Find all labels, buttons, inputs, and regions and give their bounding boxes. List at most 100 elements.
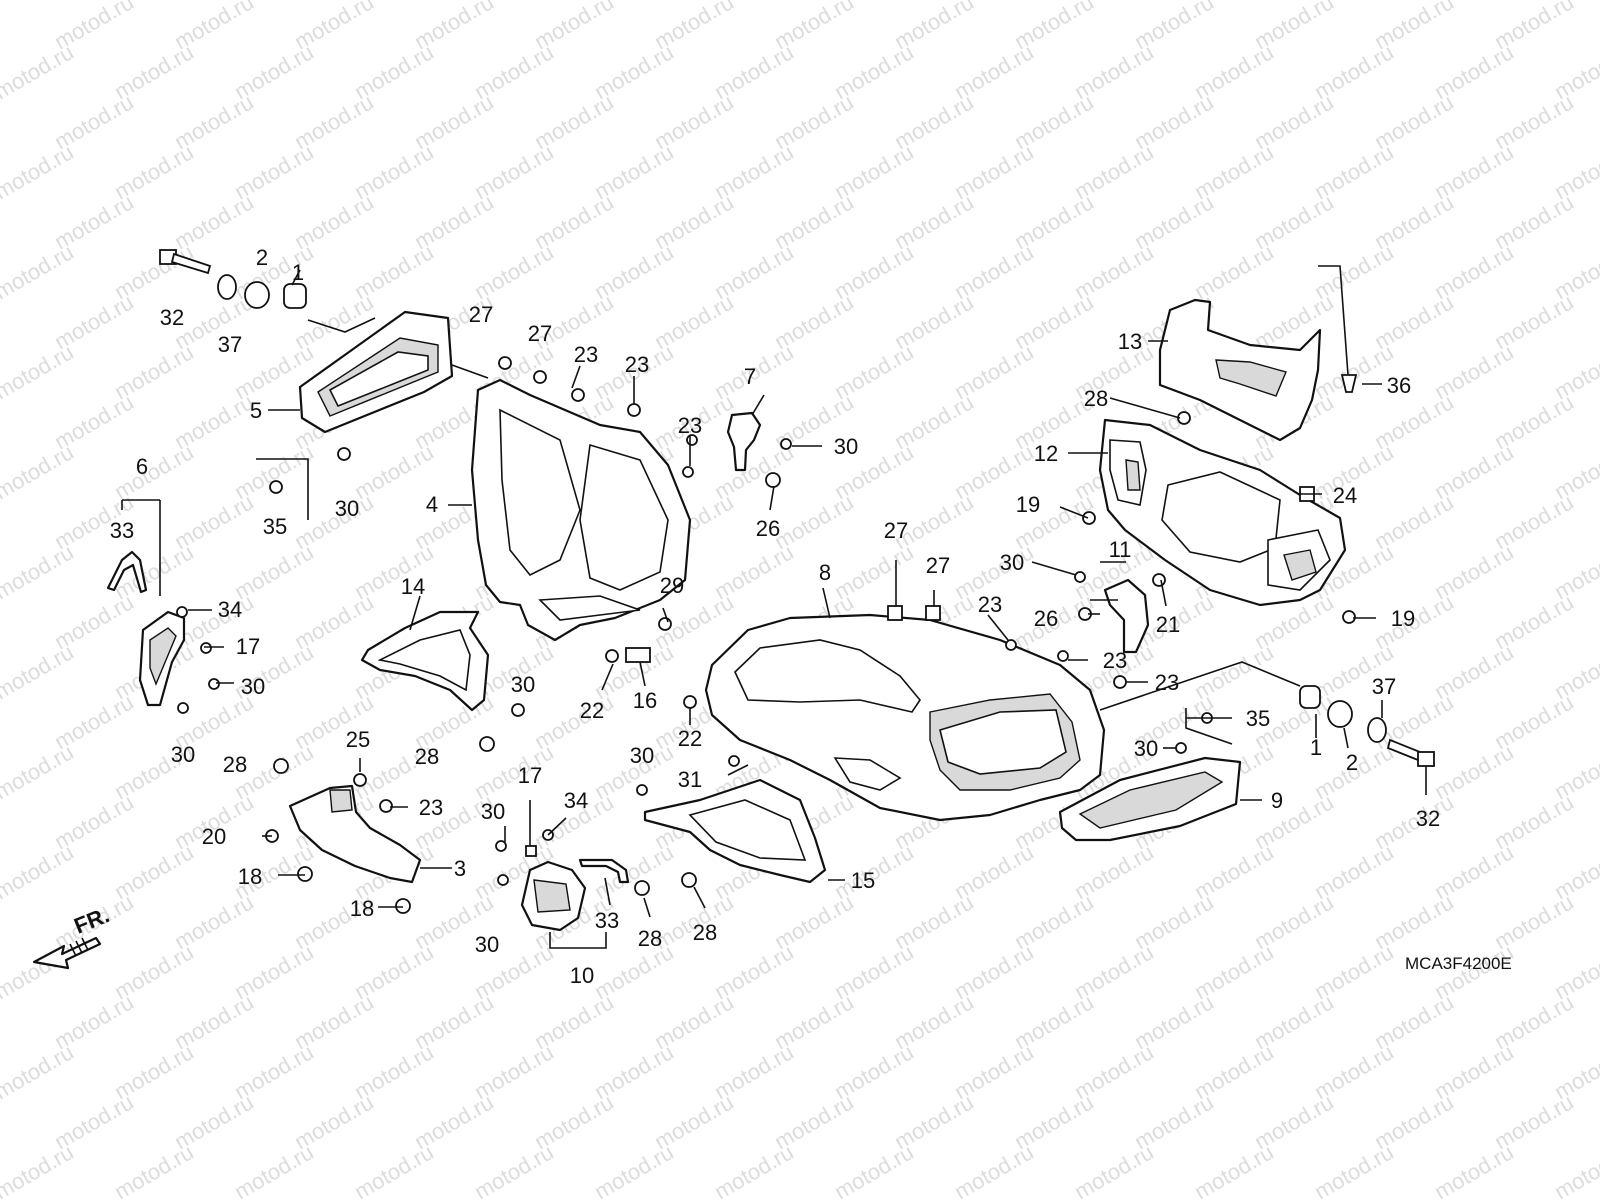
callout-23: 23 (1155, 670, 1179, 695)
callout-34: 34 (564, 788, 588, 813)
callout-32: 32 (1416, 806, 1440, 831)
callout-17: 17 (236, 634, 260, 659)
callout-22: 22 (580, 698, 604, 723)
watermark-text: motod.ru (1310, 1139, 1398, 1200)
callout-13: 13 (1118, 329, 1142, 354)
callout-1: 1 (1310, 735, 1322, 760)
part-11-holder (1103, 578, 1150, 654)
callout-33: 33 (110, 518, 134, 543)
callout-35: 35 (1246, 706, 1270, 731)
callout-23: 23 (574, 342, 598, 367)
diagram-code: MCA3F4200E (1405, 954, 1512, 973)
callout-30: 30 (1134, 736, 1158, 761)
callout-30: 30 (335, 496, 359, 521)
part-10-pocket (520, 860, 587, 932)
watermark-text: motod.ru (0, 939, 78, 1004)
callout-12: 12 (1034, 441, 1058, 466)
callout-6: 6 (136, 454, 148, 479)
callout-30: 30 (630, 743, 654, 768)
callout-2: 2 (1346, 750, 1358, 775)
callout-7: 7 (744, 364, 756, 389)
watermark-text: motod.ru (830, 1139, 918, 1200)
callout-31: 31 (678, 767, 702, 792)
part-33-spring (106, 550, 148, 594)
part-4-inner-panel-frame (470, 378, 692, 642)
fastener-group (159, 249, 1435, 914)
watermark-text: motod.ru (0, 439, 78, 504)
watermark-text: motod.ru (0, 239, 78, 304)
callout-37: 37 (1372, 674, 1396, 699)
watermark-text: motod.ru (0, 839, 78, 904)
part-7-bracket (726, 411, 762, 472)
watermark-text: motod.ru (0, 139, 78, 204)
watermark-text: motod.ru (470, 1139, 558, 1200)
callout-16: 16 (633, 688, 657, 713)
callout-11: 11 (1109, 537, 1132, 562)
part-13-upper-cover (1158, 298, 1322, 442)
callout-8: 8 (819, 560, 831, 585)
callout-27: 27 (926, 553, 950, 578)
callout-30: 30 (834, 434, 858, 459)
part-5-duct-left (298, 310, 454, 434)
watermark-text: motod.ru (0, 539, 78, 604)
callout-23: 23 (419, 795, 443, 820)
watermark-text: motod.ru (1550, 1139, 1600, 1200)
callout-30: 30 (1000, 550, 1024, 575)
watermark-text: motod.ru (1430, 1139, 1518, 1200)
callout-5: 5 (250, 398, 262, 423)
callout-37: 37 (218, 332, 242, 357)
part-14-cover (360, 610, 490, 712)
callout-15: 15 (851, 868, 875, 893)
callout-29: 29 (660, 573, 684, 598)
callout-33: 33 (595, 908, 619, 933)
callout-27: 27 (884, 518, 908, 543)
callout-28: 28 (223, 752, 247, 777)
callout-labels: 32 37 2 1 5 6 33 34 17 30 30 35 30 4 27 … (110, 245, 1440, 988)
part-3-rail (288, 784, 422, 884)
callout-1: 1 (292, 260, 304, 285)
callout-18: 18 (350, 896, 374, 921)
watermark-text: motod.ru (0, 39, 78, 104)
callout-35: 35 (263, 514, 287, 539)
watermark-text: motod.ru (0, 639, 78, 704)
callout-30: 30 (171, 742, 195, 767)
callout-4: 4 (426, 492, 438, 517)
callout-17: 17 (518, 763, 542, 788)
callout-28: 28 (1084, 386, 1108, 411)
watermark-text: motod.ru (1070, 1139, 1158, 1200)
callout-25: 25 (346, 727, 370, 752)
callout-23: 23 (978, 592, 1002, 617)
watermark-text: motod.ru (350, 1139, 438, 1200)
callout-28: 28 (415, 744, 439, 769)
watermark-text: motod.ru (710, 1139, 798, 1200)
part-9-duct-right (1058, 756, 1242, 842)
callout-2: 2 (256, 245, 268, 270)
callout-26: 26 (756, 516, 780, 541)
callout-23: 23 (625, 352, 649, 377)
callout-30: 30 (475, 932, 499, 957)
leader-lines (121, 265, 1427, 949)
callout-30: 30 (241, 674, 265, 699)
callout-19: 19 (1016, 492, 1040, 517)
front-stripes (69, 937, 89, 957)
part-6-pocket-lid (138, 610, 186, 707)
callout-26: 26 (1034, 606, 1058, 631)
callout-24: 24 (1333, 483, 1357, 508)
callout-36: 36 (1387, 373, 1411, 398)
callout-22: 22 (678, 726, 702, 751)
callout-18: 18 (238, 864, 262, 889)
front-arrow-icon (32, 936, 102, 970)
callout-19: 19 (1391, 606, 1415, 631)
callout-27: 27 (528, 321, 552, 346)
callout-27: 27 (469, 302, 493, 327)
callout-3: 3 (454, 856, 466, 881)
callout-9: 9 (1271, 788, 1283, 813)
part-12-meter-housing (1098, 418, 1347, 607)
part-8-center-cover (704, 613, 1106, 822)
watermark-text: motod.ru (590, 1139, 678, 1200)
callout-10: 10 (570, 963, 594, 988)
callout-28: 28 (638, 926, 662, 951)
watermark-text: motod.ru (950, 1139, 1038, 1200)
callout-23: 23 (678, 413, 702, 438)
